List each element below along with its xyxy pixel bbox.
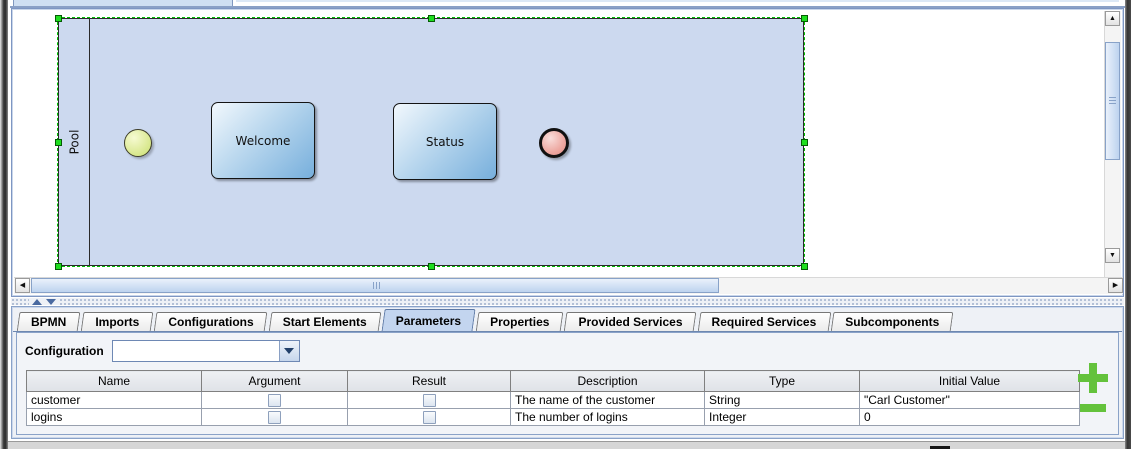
tab-configurations[interactable]: Configurations (155, 312, 266, 332)
cell-description[interactable]: The number of logins (510, 408, 705, 426)
start-event[interactable] (124, 129, 152, 157)
properties-tab-bar: BPMN Imports Configurations Start Elemen… (18, 308, 1119, 332)
pool-label-band[interactable]: Pool (59, 19, 90, 265)
selection-handle-bottom-right[interactable] (801, 263, 808, 270)
cell-type[interactable]: String (704, 391, 860, 409)
selection-handle-mid-right[interactable] (801, 139, 808, 146)
task-status[interactable]: Status (393, 103, 497, 180)
tab-bar-underline (13, 331, 1122, 332)
result-checkbox[interactable] (422, 393, 436, 407)
tab-parameters[interactable]: Parameters (383, 309, 474, 332)
tab-bpmn[interactable]: BPMN (18, 312, 79, 332)
selection-handle-top-mid[interactable] (428, 15, 435, 22)
plus-icon[interactable] (1078, 363, 1108, 393)
tab-imports[interactable]: Imports (82, 312, 152, 332)
argument-checkbox[interactable] (268, 393, 281, 407)
table-header-row: Name Argument Result Description Type In… (26, 370, 1080, 392)
chevron-down-icon[interactable] (278, 341, 299, 361)
cell-name[interactable]: logins (26, 408, 202, 426)
cell-initial-value[interactable]: 0 (859, 408, 1080, 426)
scroll-up-icon[interactable]: ▲ (1105, 11, 1120, 26)
cell-initial-value[interactable]: "Carl Customer" (859, 391, 1080, 409)
panel-splitter[interactable] (11, 298, 1124, 305)
selection-handle-bottom-left[interactable] (55, 263, 62, 270)
properties-panel: BPMN Imports Configurations Start Elemen… (11, 306, 1124, 439)
minus-icon[interactable] (1080, 404, 1106, 412)
selection-handle-top-right[interactable] (801, 15, 808, 22)
scroll-right-icon[interactable]: ▶ (1108, 278, 1123, 293)
column-header-description[interactable]: Description (510, 370, 705, 392)
vertical-scrollbar[interactable]: ▲ ▼ (1104, 11, 1121, 279)
horizontal-scrollbar[interactable]: ◀ ▶ (14, 277, 1123, 294)
tab-properties[interactable]: Properties (477, 312, 562, 332)
scroll-down-icon[interactable]: ▼ (1105, 248, 1120, 263)
cell-argument (201, 408, 348, 426)
column-header-type[interactable]: Type (704, 370, 860, 392)
editor-tab-remnant[interactable] (13, 0, 233, 6)
window-right-edge (1125, 0, 1131, 449)
table-row[interactable]: logins The number of logins Integer 0 (26, 408, 1080, 426)
window-left-edge (0, 0, 8, 449)
parameters-tab-content: Configuration Name Argument Result (16, 332, 1119, 435)
configuration-row: Configuration (25, 340, 300, 362)
selection-handle-top-left[interactable] (55, 15, 62, 22)
cell-argument (201, 391, 348, 409)
cell-result (347, 408, 511, 426)
diagram-canvas-panel: Pool Welcome Status ▲ (11, 8, 1124, 297)
splitter-collapse-down-icon[interactable] (46, 298, 56, 305)
column-header-name[interactable]: Name (26, 370, 202, 392)
task-welcome[interactable]: Welcome (211, 102, 315, 179)
result-checkbox[interactable] (422, 410, 436, 424)
cell-description[interactable]: The name of the customer (510, 391, 705, 409)
task-welcome-label: Welcome (235, 133, 291, 148)
selection-handle-mid-left[interactable] (55, 139, 62, 146)
bottom-strip-mark (930, 446, 950, 449)
tab-subcomponents[interactable]: Subcomponents (832, 312, 952, 332)
cell-result (347, 391, 511, 409)
vertical-scrollbar-thumb[interactable] (1105, 42, 1120, 160)
configuration-combobox[interactable] (111, 340, 300, 362)
editor-tab-remnant-secondary (236, 0, 1119, 2)
column-header-result[interactable]: Result (347, 370, 511, 392)
horizontal-scrollbar-thumb[interactable] (31, 278, 719, 293)
end-event[interactable] (539, 128, 569, 158)
splitter-collapse-up-icon[interactable] (32, 298, 42, 305)
pool-label: Pool (66, 129, 81, 155)
column-header-argument[interactable]: Argument (201, 370, 348, 392)
cell-type[interactable]: Integer (704, 408, 860, 426)
bottom-window-strip (8, 441, 1125, 449)
editor-tab-strip-border (10, 6, 1125, 8)
configuration-label: Configuration (25, 344, 104, 358)
column-header-initial-value[interactable]: Initial Value (859, 370, 1080, 392)
tab-provided-services[interactable]: Provided Services (565, 312, 695, 332)
tab-required-services[interactable]: Required Services (699, 312, 830, 332)
editor-tab-strip (8, 0, 1125, 8)
diagram-canvas[interactable]: Pool Welcome Status (14, 11, 1096, 279)
table-row[interactable]: customer The name of the customer String… (26, 391, 1080, 409)
splitter-collapse-controls[interactable] (29, 298, 59, 305)
parameters-table: Name Argument Result Description Type In… (26, 370, 1080, 426)
scroll-left-icon[interactable]: ◀ (15, 278, 30, 293)
argument-checkbox[interactable] (268, 410, 281, 424)
task-status-label: Status (425, 134, 465, 149)
selection-handle-bottom-mid[interactable] (428, 263, 435, 270)
tab-start-elements[interactable]: Start Elements (270, 312, 380, 332)
cell-name[interactable]: customer (26, 391, 202, 409)
